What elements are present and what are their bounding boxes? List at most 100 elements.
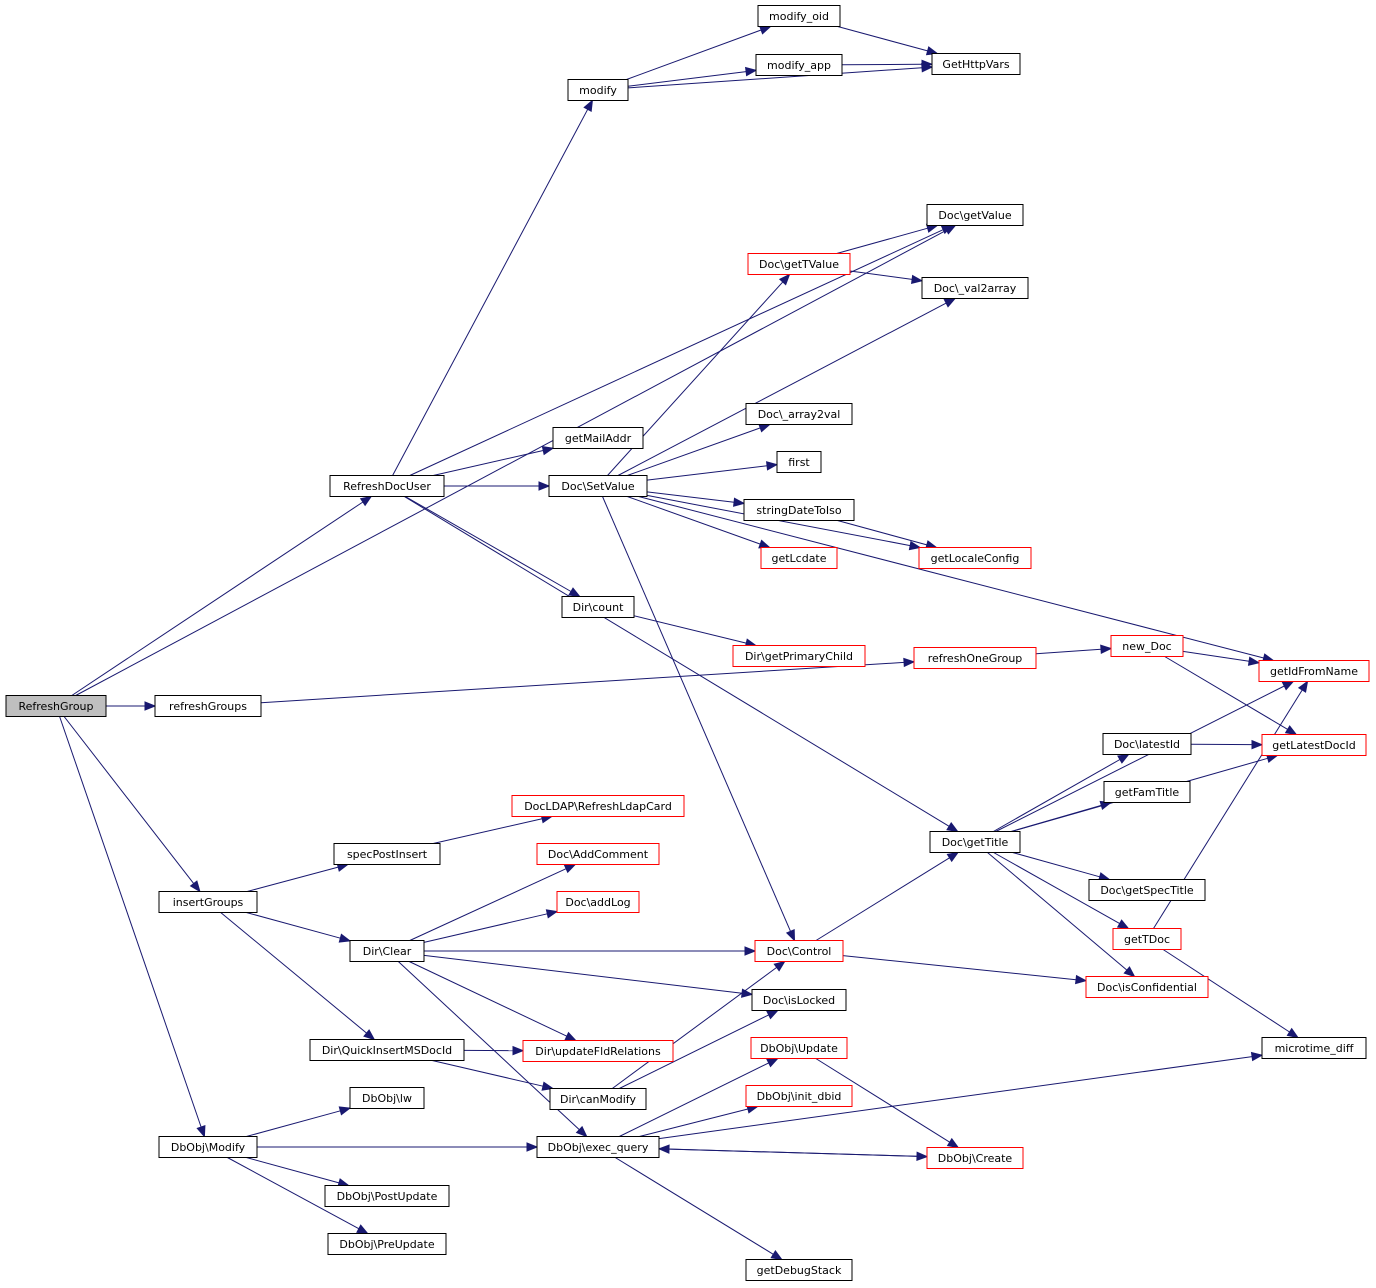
arrowhead-icon <box>144 701 157 711</box>
node-box <box>536 1136 660 1158</box>
node-box <box>309 1039 465 1061</box>
node-box <box>349 940 425 962</box>
edge-specpostinsert-to-docldap-refreshldapcard <box>433 814 554 844</box>
node-specpostinsert[interactable]: specPostInsert <box>333 843 441 865</box>
node-stringdatetoiso[interactable]: stringDateToIso <box>743 499 855 521</box>
edge-line <box>260 661 905 704</box>
node-doc-array2val[interactable]: Doc\_array2val <box>745 403 853 425</box>
node-doc-gettvalue[interactable]: Doc\getTValue <box>747 253 851 275</box>
node-dbobj-postupdate[interactable]: DbObj\PostUpdate <box>324 1185 450 1207</box>
node-doc-control[interactable]: Doc\Control <box>754 940 844 962</box>
arrowhead-icon <box>946 1137 960 1149</box>
node-gethttpvars[interactable]: GetHttpVars <box>931 53 1021 75</box>
node-dbobj-init-dbid[interactable]: DbObj\init_dbid <box>745 1085 853 1107</box>
node-getlocaleconfig[interactable]: getLocaleConfig <box>918 547 1032 569</box>
edge-line <box>1164 656 1288 730</box>
edge-line <box>627 427 761 476</box>
edge-line <box>71 501 364 696</box>
edge-dbobj-exec-query-to-microtime-diff <box>658 1051 1264 1140</box>
edge-line <box>646 465 768 481</box>
arrowhead-icon <box>745 66 758 77</box>
edge-dbobj-modify-to-dbobj-postupdate <box>246 1157 350 1188</box>
arrowhead-icon <box>758 25 772 35</box>
node-box <box>751 989 847 1011</box>
node-box <box>552 427 644 449</box>
node-doc-addcomment[interactable]: Doc\AddComment <box>536 843 660 865</box>
node-label: Dir\updateFldRelations <box>535 1045 661 1058</box>
edge-line <box>59 716 202 1128</box>
arrowhead-icon <box>356 1224 369 1235</box>
edge-dir-clear-to-doc-addcomment <box>409 863 577 941</box>
node-doc-latestid[interactable]: Doc\latestId <box>1102 733 1192 755</box>
node-label: Doc\getSpecTitle <box>1100 884 1194 897</box>
node-dir-count[interactable]: Dir\count <box>561 596 635 618</box>
edge-dir-clear-to-doc-islocked <box>423 954 754 998</box>
node-insertgroups[interactable]: insertGroups <box>158 891 258 913</box>
node-getlcdate[interactable]: getLcdate <box>760 547 838 569</box>
node-box <box>1261 1037 1367 1059</box>
node-microtime-diff[interactable]: microtime_diff <box>1261 1037 1367 1059</box>
edge-line <box>639 1108 749 1137</box>
arrowhead-icon <box>766 461 779 471</box>
node-dir-clear[interactable]: Dir\Clear <box>349 940 425 962</box>
node-label: Doc\latestId <box>1114 738 1180 751</box>
node-box <box>1261 734 1367 756</box>
node-dbobj-create[interactable]: DbObj\Create <box>926 1147 1024 1169</box>
node-getlatestdocid[interactable]: getLatestDocId <box>1261 734 1367 756</box>
arrowhead-icon <box>575 1125 588 1138</box>
node-dbobj-update[interactable]: DbObj\Update <box>750 1037 848 1059</box>
node-doc-addlog[interactable]: Doc\addLog <box>556 891 640 913</box>
node-getfamtitle[interactable]: getFamTitle <box>1103 781 1191 803</box>
node-label: Dir\Clear <box>363 945 412 958</box>
edge-modify-app-to-gethttpvars <box>841 59 934 70</box>
node-dir-getprimarychild[interactable]: Dir\getPrimaryChild <box>732 645 866 667</box>
node-label: stringDateToIso <box>756 504 841 517</box>
node-doc-getspectitle[interactable]: Doc\getSpecTitle <box>1088 879 1206 901</box>
node-dbobj-lw[interactable]: DbObj\lw <box>349 1087 425 1109</box>
edge-line <box>627 496 761 545</box>
node-box <box>776 451 822 473</box>
node-first[interactable]: first <box>776 451 822 473</box>
node-label: getMailAddr <box>565 432 632 445</box>
edge-doc-gettvalue-to-doc-getvalue <box>836 223 939 254</box>
node-label: insertGroups <box>173 896 244 909</box>
node-refreshgroup: RefreshGroup <box>5 695 107 717</box>
node-refreshgroups[interactable]: refreshGroups <box>154 695 262 717</box>
node-modify[interactable]: modify <box>567 79 629 101</box>
node-label: Doc\getTValue <box>759 258 839 271</box>
node-dbobj-modify[interactable]: DbObj\Modify <box>158 1136 258 1158</box>
node-modify-app[interactable]: modify_app <box>755 54 843 76</box>
arrowhead-icon <box>1116 919 1130 930</box>
node-dbobj-preupdate[interactable]: DbObj\PreUpdate <box>327 1233 447 1255</box>
node-gettdoc[interactable]: getTDoc <box>1112 928 1182 950</box>
edge-doc-setvalue-to-getlcdate <box>627 496 771 549</box>
node-docldap-refreshldapcard[interactable]: DocLDAP\RefreshLdapCard <box>511 795 685 817</box>
node-doc-setvalue[interactable]: Doc\SetValue <box>548 475 648 497</box>
node-dir-canmodify[interactable]: Dir\canModify <box>549 1088 647 1110</box>
node-doc-val2array[interactable]: Doc\_val2array <box>921 277 1029 299</box>
node-dbobj-exec-query[interactable]: DbObj\exec_query <box>536 1136 660 1158</box>
edge-line <box>246 912 341 939</box>
node-box <box>1102 733 1192 755</box>
arrowhead-icon <box>943 297 957 308</box>
node-doc-gettitle[interactable]: Doc\getTitle <box>929 831 1021 853</box>
node-dir-quickinsertmsdocid[interactable]: Dir\QuickInsertMSDocId <box>309 1039 465 1061</box>
edge-doc-gettvalue-to-doc-val2array <box>849 270 924 285</box>
node-refreshonegroup[interactable]: refreshOneGroup <box>913 647 1037 669</box>
node-getmailaddr[interactable]: getMailAddr <box>552 427 644 449</box>
node-dir-updatefldrelations[interactable]: Dir\updateFldRelations <box>522 1040 674 1062</box>
node-getidfromname[interactable]: getIdFromName <box>1258 660 1370 682</box>
node-doc-getvalue[interactable]: Doc\getValue <box>926 204 1024 226</box>
node-refreshdocuser[interactable]: RefreshDocUser <box>329 475 445 497</box>
edge-modify-to-modify-app <box>627 66 758 87</box>
edge-line <box>837 520 928 546</box>
node-doc-isconfidential[interactable]: Doc\isConfidential <box>1085 976 1209 998</box>
edge-gettdoc-to-microtime-diff <box>1162 949 1300 1039</box>
node-doc-islocked[interactable]: Doc\isLocked <box>751 989 847 1011</box>
edge-line <box>1012 852 1100 878</box>
arrowhead-icon <box>733 497 746 507</box>
arrowhead-icon <box>363 1029 376 1041</box>
node-new-doc[interactable]: new_Doc <box>1110 635 1184 657</box>
node-getdebugstack[interactable]: getDebugStack <box>745 1259 853 1281</box>
node-modify-oid[interactable]: modify_oid <box>757 5 841 27</box>
